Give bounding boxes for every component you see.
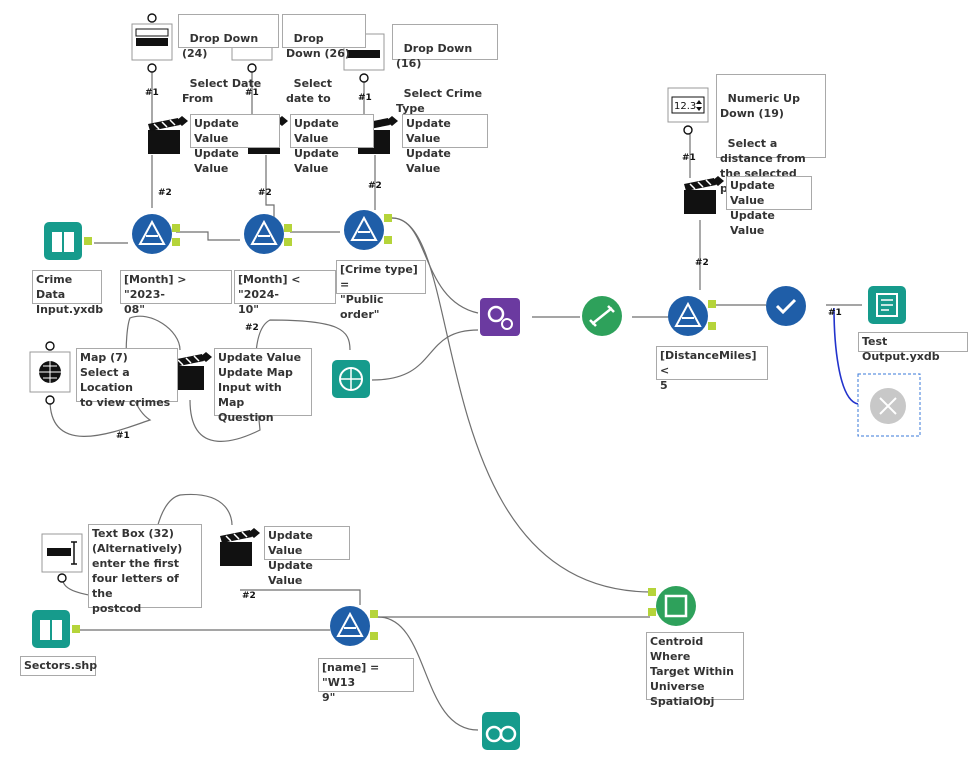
distance-tool[interactable] bbox=[582, 296, 622, 336]
spatial-match-icon bbox=[664, 594, 688, 618]
connections bbox=[49, 70, 862, 731]
label-action-3: Update Value Update Value bbox=[402, 114, 488, 175]
spatial-match-tool[interactable] bbox=[648, 586, 696, 626]
conn-label: #2 bbox=[242, 591, 256, 601]
sectors-input-tool[interactable] bbox=[32, 610, 80, 648]
label-action-2: Update Value Update Value bbox=[290, 114, 374, 175]
filter-tool-distance[interactable] bbox=[668, 296, 716, 336]
connection-labels: #1 #2 #1 #2 #1 #2 #1 #2 #1 #2 #1 #1 #2 bbox=[116, 88, 842, 603]
conn-label: #1 bbox=[245, 88, 259, 98]
numeric-value: 12.3 bbox=[674, 101, 696, 112]
label-dropdown-16-subtitle: Select Crime Type bbox=[396, 87, 486, 115]
crime-data-input-tool[interactable] bbox=[44, 222, 92, 260]
output-doc-icon bbox=[876, 293, 898, 317]
book-input-icon bbox=[52, 232, 74, 252]
wire-select-container bbox=[833, 307, 859, 405]
label-output: Test Output.yxdb bbox=[858, 332, 968, 363]
conn-label: #2 bbox=[158, 188, 172, 198]
wire-filter1-filter2 bbox=[176, 231, 240, 241]
numeric-up-down-tool[interactable]: 12.3 bbox=[667, 87, 709, 135]
label-dropdown-26-title: Drop Down (26) bbox=[286, 32, 350, 60]
wire-actiontext-filtername bbox=[240, 589, 361, 605]
wire-filter3-match bbox=[391, 217, 651, 593]
label-dropdown-16: Drop Down (16) Select Crime Type bbox=[392, 24, 498, 115]
browse-tool[interactable] bbox=[482, 712, 520, 750]
label-numeric-up-down-title: Numeric Up Down (19) bbox=[720, 92, 804, 120]
label-dropdown-24-subtitle: Select Date From bbox=[182, 77, 266, 105]
dropdown-icon bbox=[135, 28, 169, 37]
filter-tool-crime-type[interactable] bbox=[344, 210, 392, 250]
label-map-question: Map (7) Select a Location to view crimes bbox=[76, 348, 178, 409]
conn-label: #2 bbox=[245, 323, 259, 333]
label-filter-name: [name] = "W13 9" bbox=[318, 658, 414, 704]
map-input-tool[interactable] bbox=[332, 360, 370, 398]
spatial-process-tool[interactable] bbox=[480, 298, 520, 336]
conn-label: #1 bbox=[682, 153, 696, 163]
label-dropdown-24: Drop Down (24) Select Date From bbox=[178, 14, 279, 105]
label-sectors: Sectors.shp bbox=[20, 656, 97, 676]
output-tool[interactable] bbox=[868, 286, 906, 324]
action-tool-4[interactable] bbox=[684, 176, 724, 214]
label-filter-crime-type: [Crime type] = "Public order" bbox=[336, 260, 426, 321]
select-check-icon bbox=[775, 298, 797, 315]
action-tool-text[interactable] bbox=[220, 528, 260, 566]
action-clapper-icon bbox=[220, 542, 252, 566]
conn-label: #2 bbox=[258, 188, 272, 198]
label-dropdown-24-title: Drop Down (24) bbox=[182, 32, 263, 60]
label-filter-month-to: [Month] < "2024- 10" bbox=[234, 270, 336, 316]
conn-label: #1 bbox=[116, 431, 130, 441]
label-action-1: Update Value Update Value bbox=[190, 114, 280, 175]
text-box-tool[interactable] bbox=[41, 533, 83, 583]
disabled-tool-container[interactable] bbox=[857, 373, 921, 437]
label-action-4: Update Value Update Value bbox=[726, 176, 812, 237]
select-tool[interactable] bbox=[766, 286, 806, 326]
conn-label: #2 bbox=[695, 258, 709, 268]
map-question-tool[interactable] bbox=[29, 341, 71, 405]
label-crime-data-input: Crime Data Input.yxdb bbox=[32, 270, 103, 316]
spatial-process-icon bbox=[487, 305, 505, 323]
label-dropdown-16-title: Drop Down (16) bbox=[396, 42, 477, 70]
wire-filtername-browse bbox=[377, 616, 479, 731]
label-filter-month-from: [Month] > "2023- 08" bbox=[120, 270, 232, 316]
filter-tool-month-from[interactable] bbox=[132, 214, 180, 254]
filter-tool-name[interactable] bbox=[330, 606, 378, 646]
distance-icon bbox=[589, 305, 615, 327]
filter-icon bbox=[674, 301, 702, 327]
label-dropdown-26: Drop Down (26) Select date to bbox=[282, 14, 366, 105]
wire-globe-spatial bbox=[371, 329, 479, 381]
filter-tool-month-to[interactable] bbox=[244, 214, 292, 254]
label-action-map: Update Value Update Map Input with Map Q… bbox=[214, 348, 312, 424]
dropdown-icon bbox=[348, 50, 380, 58]
label-filter-distance: [DistanceMiles] < 5 bbox=[656, 346, 768, 392]
label-spatial-match: Centroid Where Target Within Universe Sp… bbox=[646, 632, 744, 708]
book-input-icon bbox=[40, 620, 62, 640]
conn-label: #2 bbox=[368, 181, 382, 191]
action-clapper-icon bbox=[684, 190, 716, 214]
label-numeric-up-down: Numeric Up Down (19) Select a distance f… bbox=[716, 74, 826, 195]
filter-icon bbox=[336, 611, 364, 637]
filter-icon bbox=[138, 219, 166, 245]
filter-icon bbox=[250, 219, 278, 245]
filter-icon bbox=[350, 215, 378, 241]
label-text-box: Text Box (32) (Alternatively) enter the … bbox=[88, 524, 202, 615]
conn-label: #1 bbox=[358, 93, 372, 103]
dropdown-tool-24[interactable] bbox=[131, 13, 173, 73]
label-dropdown-26-subtitle: Select date to bbox=[286, 77, 336, 105]
conn-label: #1 bbox=[828, 308, 842, 318]
numeric-up-down-icon bbox=[696, 100, 702, 111]
label-action-text: Update Value Update Value bbox=[264, 526, 350, 587]
action-tool-1[interactable] bbox=[148, 116, 188, 154]
action-tool-map[interactable] bbox=[172, 352, 212, 390]
text-box-icon bbox=[47, 548, 71, 556]
action-clapper-icon bbox=[148, 130, 180, 154]
wire-action2-filter2 bbox=[265, 155, 275, 220]
conn-label: #1 bbox=[145, 88, 159, 98]
